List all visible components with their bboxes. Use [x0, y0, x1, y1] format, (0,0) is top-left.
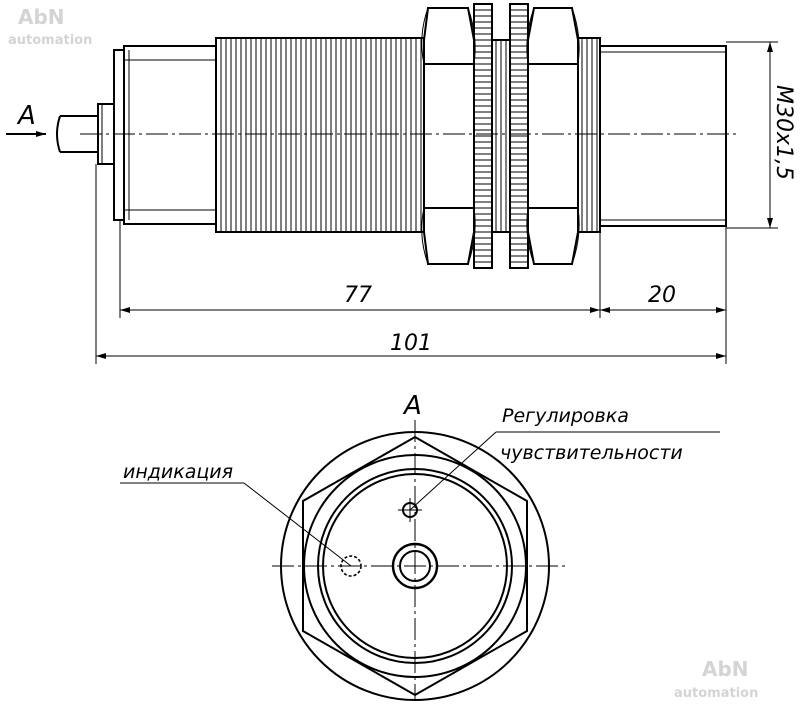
label-adjust-line1: Регулировка — [502, 405, 629, 427]
toothed-washer-left — [473, 3, 493, 269]
cable-gland-inner — [399, 550, 431, 582]
toothed-washer-right — [509, 3, 529, 269]
dimension-thread-label: M30x1,5 — [771, 85, 796, 180]
dimension-front-label: 20 — [648, 283, 676, 308]
body-circle — [303, 454, 527, 678]
watermark-sub: automation — [674, 686, 758, 701]
label-adjust-line2: чувствительности — [500, 442, 683, 464]
watermark-top-left: AbN automation — [8, 5, 92, 48]
label-indication-text: индикация — [123, 461, 233, 483]
face-circle-outer — [317, 468, 513, 664]
label-indication: индикация — [120, 461, 352, 567]
dimension-body: 77 — [120, 283, 600, 313]
front-view-title: A — [402, 391, 422, 421]
threaded-end — [577, 37, 601, 233]
watermark-bottom-right: AbN automation — [674, 657, 758, 701]
dimension-total-label: 101 — [390, 331, 432, 356]
dimension-thread: M30x1,5 — [726, 41, 796, 229]
view-arrow-a: A — [6, 101, 46, 137]
hex-nut-right — [526, 7, 580, 265]
dimension-body-label: 77 — [344, 283, 372, 308]
label-sensitivity-adjust: Регулировка чувствительности — [409, 405, 720, 511]
face-circle-inner — [322, 473, 508, 659]
indication-led — [340, 555, 362, 577]
watermark-brand: AbN — [18, 5, 65, 29]
side-view: A M30x1,5 77 20 101 — [6, 3, 796, 364]
front-view: A Регулировка чувствительности — [120, 391, 720, 701]
dimension-front: 20 — [600, 283, 726, 313]
threaded-body — [215, 37, 425, 233]
watermark-sub: automation — [8, 33, 92, 48]
hex-nut-left — [421, 7, 476, 265]
rear-cap — [113, 45, 217, 225]
view-marker-label: A — [16, 101, 36, 131]
cable-gland-outer — [391, 542, 439, 590]
dimension-total: 101 — [96, 331, 726, 359]
hex-nut-outline — [302, 435, 528, 697]
watermark-brand: AbN — [702, 657, 749, 681]
washer-outline — [280, 431, 550, 701]
body-gap — [491, 39, 511, 233]
sensing-face — [599, 45, 727, 227]
